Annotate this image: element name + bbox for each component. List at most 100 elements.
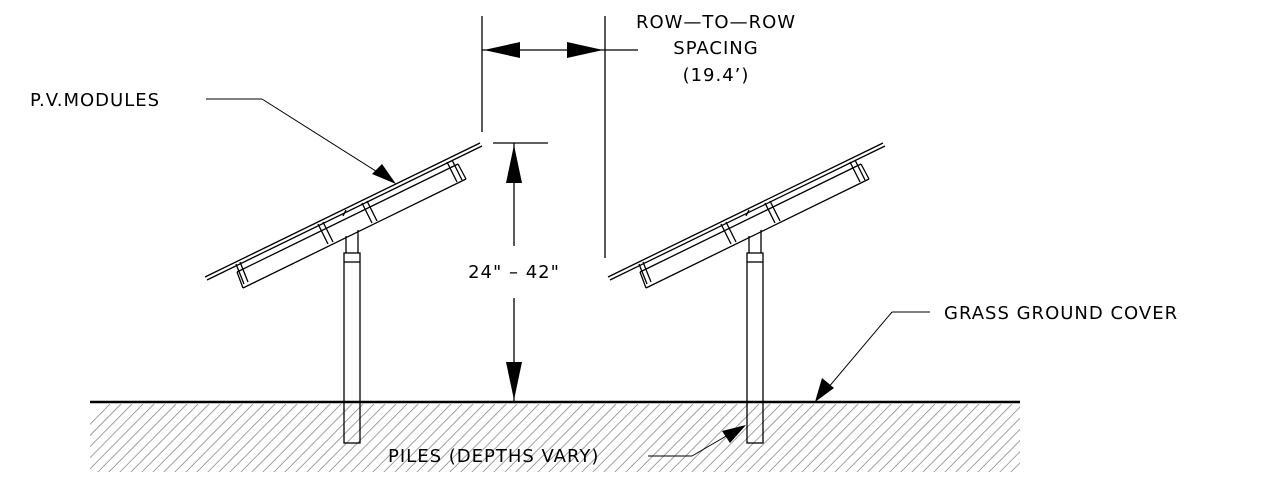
hatch-line bbox=[369, 404, 441, 472]
hatch-line bbox=[831, 404, 903, 472]
hatch-line bbox=[875, 404, 947, 472]
hatch-line bbox=[270, 404, 342, 472]
hatch-line bbox=[1096, 404, 1166, 475]
hatch-line bbox=[435, 404, 507, 472]
hatch-line bbox=[336, 404, 408, 472]
hatch-line bbox=[424, 404, 496, 472]
hatch-line bbox=[567, 404, 639, 472]
hatch-line bbox=[809, 404, 881, 472]
hatch-line bbox=[1085, 404, 1155, 475]
hatch-line bbox=[1052, 404, 1122, 475]
hatch-line bbox=[798, 404, 870, 472]
hatch-line bbox=[204, 404, 276, 472]
hatch-line bbox=[732, 404, 804, 472]
hatch-line bbox=[160, 404, 232, 472]
hatch-line bbox=[820, 404, 892, 472]
right-racking-assembly bbox=[607, 142, 886, 444]
hatch-line bbox=[666, 404, 738, 472]
hatch-line bbox=[534, 404, 606, 472]
hatch-line bbox=[908, 404, 980, 472]
right-pile bbox=[746, 252, 764, 444]
height-arrow-bottom bbox=[506, 362, 522, 400]
hatch-line bbox=[622, 404, 694, 472]
hatch-line bbox=[886, 404, 958, 472]
hatch-line bbox=[787, 404, 859, 472]
hatch-line bbox=[578, 404, 650, 472]
hatch-line bbox=[457, 404, 529, 472]
hatch-line bbox=[127, 404, 199, 472]
piles-label: PILES (DEPTHS VARY) bbox=[388, 446, 599, 467]
ground-cover-arrow bbox=[815, 378, 834, 402]
piles-arrow bbox=[722, 425, 746, 443]
hatch-line bbox=[90, 404, 155, 472]
hatch-line bbox=[303, 404, 375, 472]
hatch-line bbox=[90, 404, 122, 472]
hatch-line bbox=[853, 404, 925, 472]
left-pv-module bbox=[204, 142, 481, 278]
hatch-line bbox=[556, 404, 628, 472]
hatch-line bbox=[512, 404, 584, 472]
row-spacing-label-line1: ROW—TO—ROW bbox=[636, 12, 796, 33]
hatch-line bbox=[952, 404, 1020, 472]
hatch-line bbox=[90, 404, 133, 472]
hatch-line bbox=[776, 404, 848, 472]
hatch-line bbox=[589, 404, 661, 472]
ground-cover-label: GRASS GROUND COVER bbox=[944, 303, 1178, 324]
hatch-line bbox=[402, 404, 474, 472]
hatch-line bbox=[501, 404, 573, 472]
hatch-line bbox=[644, 404, 716, 472]
hatch-line bbox=[985, 404, 1020, 472]
height-arrow-top bbox=[506, 145, 522, 183]
hatch-line bbox=[215, 404, 287, 472]
hatch-line bbox=[743, 404, 815, 472]
hatch-line bbox=[138, 404, 210, 472]
hatch-line bbox=[941, 404, 1013, 472]
hatch-line bbox=[930, 404, 1002, 472]
row-spacing-arrow-right bbox=[567, 42, 603, 58]
hatch-line bbox=[90, 404, 144, 472]
hatch-line bbox=[523, 404, 595, 472]
hatch-line bbox=[182, 404, 254, 472]
hatch-line bbox=[105, 404, 177, 472]
hatch-line bbox=[149, 404, 221, 472]
height-dimension bbox=[493, 142, 548, 402]
hatch-line bbox=[996, 404, 1020, 472]
hatch-line bbox=[633, 404, 705, 472]
hatch-line bbox=[545, 404, 617, 472]
right-pv-module bbox=[607, 142, 884, 278]
hatch-line bbox=[655, 404, 727, 472]
hatch-line bbox=[237, 404, 309, 472]
hatch-line bbox=[347, 404, 419, 472]
row-spacing-dimension bbox=[481, 16, 638, 258]
hatch-line bbox=[1063, 404, 1133, 475]
hatch-line bbox=[325, 404, 397, 472]
hatch-line bbox=[413, 404, 485, 472]
hatch-line bbox=[314, 404, 386, 472]
hatch-line bbox=[193, 404, 265, 472]
left-racking-assembly bbox=[204, 142, 483, 444]
hatch-line bbox=[1041, 404, 1111, 475]
hatch-line bbox=[1007, 404, 1020, 472]
hatch-line bbox=[842, 404, 914, 472]
hatch-line bbox=[248, 404, 320, 472]
hatch-line bbox=[292, 404, 364, 472]
hatch-line bbox=[490, 404, 562, 472]
hatch-line bbox=[391, 404, 463, 472]
hatch-line bbox=[677, 404, 749, 472]
hatch-line bbox=[380, 404, 452, 472]
hatch-line bbox=[281, 404, 353, 472]
row-spacing-arrow-left bbox=[484, 42, 520, 58]
hatch-line bbox=[864, 404, 936, 472]
hatch-line bbox=[171, 404, 243, 472]
hatch-line bbox=[600, 404, 672, 472]
hatch-line bbox=[1074, 404, 1144, 475]
hatch-line bbox=[446, 404, 518, 472]
hatch-line bbox=[699, 404, 771, 472]
hatch-line bbox=[919, 404, 991, 472]
hatch-line bbox=[90, 404, 111, 472]
row-spacing-label-line3: (19.4’) bbox=[683, 65, 750, 86]
hatch-line bbox=[259, 404, 331, 472]
hatch-line bbox=[1030, 404, 1100, 475]
hatch-line bbox=[710, 404, 782, 472]
